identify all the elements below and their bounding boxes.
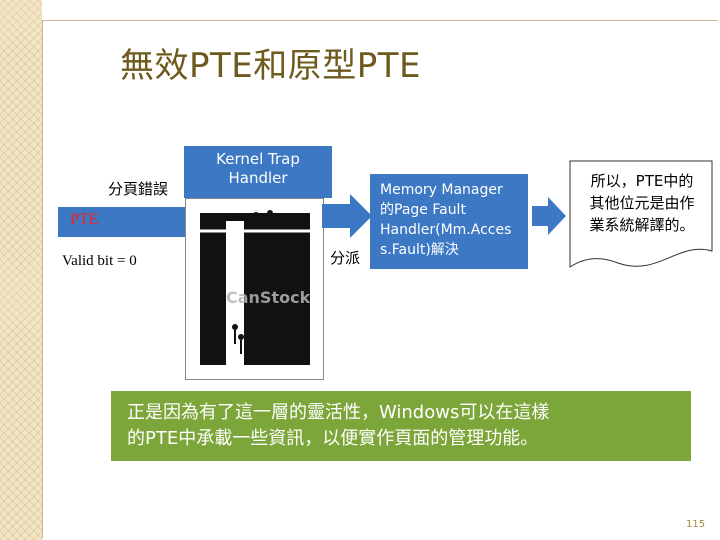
summary-line1: 正是因為有了這一層的靈活性，Windows可以在這樣 bbox=[127, 400, 675, 426]
page-fault-label: 分頁錯誤 bbox=[108, 178, 168, 199]
memory-manager-box: Memory Manager 的Page Fault Handler(Mm.Ac… bbox=[370, 174, 528, 269]
slide-title: 無效PTE和原型PTE bbox=[120, 38, 421, 87]
note-text: 所以，PTE中的 其他位元是由作 業系統解譯的。 bbox=[576, 170, 708, 236]
note-line3: 業系統解譯的。 bbox=[576, 214, 708, 236]
trap-door-illustration: CanStock bbox=[185, 198, 324, 380]
mm-line4: s.Fault)解決 bbox=[380, 240, 522, 260]
valid-bit-label: Valid bit = 0 bbox=[62, 253, 137, 270]
summary-line2: 的PTE中承載一些資訊，以便實作頁面的管理功能。 bbox=[127, 426, 675, 452]
note-line2: 其他位元是由作 bbox=[576, 192, 708, 214]
pte-arrow-box: PTE bbox=[58, 207, 186, 237]
dispatch-label: 分派 bbox=[330, 247, 360, 268]
pte-label: PTE bbox=[66, 211, 102, 229]
trap-door-drawing: CanStock bbox=[186, 199, 323, 379]
canstock-watermark: CanStock bbox=[226, 288, 311, 307]
arrow-right-icon bbox=[322, 194, 372, 238]
mm-line3: Handler(Mm.Acces bbox=[380, 220, 522, 240]
kernel-trap-line2: Handler bbox=[184, 169, 332, 188]
arrow-right-icon bbox=[532, 197, 566, 235]
decorative-side-band bbox=[0, 0, 42, 540]
mm-line1: Memory Manager bbox=[380, 180, 522, 200]
note-line1: 所以，PTE中的 bbox=[576, 170, 708, 192]
kernel-trap-handler-box: Kernel Trap Handler bbox=[184, 146, 332, 198]
page-number: 115 bbox=[686, 519, 705, 530]
mm-line2: 的Page Fault bbox=[380, 200, 522, 220]
summary-box: 正是因為有了這一層的靈活性，Windows可以在這樣 的PTE中承載一些資訊，以… bbox=[111, 391, 691, 461]
kernel-trap-line1: Kernel Trap bbox=[184, 150, 332, 169]
